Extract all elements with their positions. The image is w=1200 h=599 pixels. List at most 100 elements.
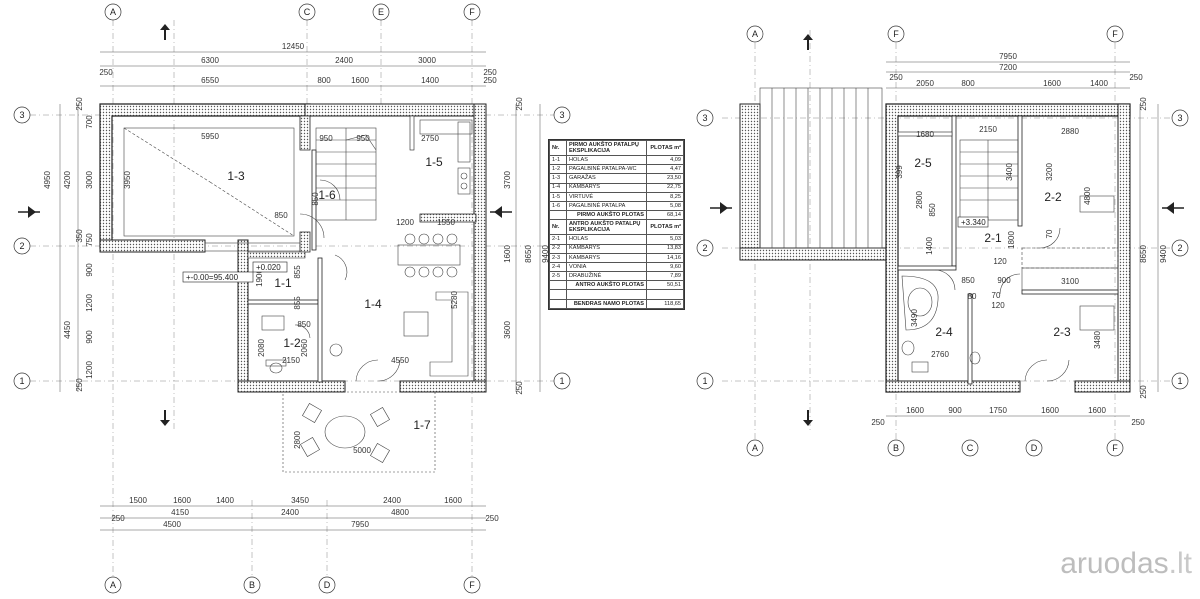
ground-floor-plan xyxy=(18,20,560,580)
grand-total: 118,65 xyxy=(646,298,684,309)
grid-label: E xyxy=(378,7,384,17)
room-name: HOLAS xyxy=(566,154,647,166)
dim-label: 250 xyxy=(889,73,903,82)
dim-label: 3450 xyxy=(291,496,309,505)
dim-label: 800 xyxy=(317,76,331,85)
room-no: 1-2 xyxy=(549,164,567,175)
dim-label: 1500 xyxy=(129,496,147,505)
first-floor-total-label: PIRMO AUKŠTO PLOTAS xyxy=(566,210,647,221)
dim-label: 1800 xyxy=(1007,231,1016,249)
table-row: 2-3 KAMBARYS 14,16 xyxy=(549,252,684,263)
grid-label: 1 xyxy=(1177,376,1182,386)
dim-label: 250 xyxy=(515,381,524,395)
level-mark: +-0.00=95.400 xyxy=(186,273,239,282)
first-floor-total: 68,14 xyxy=(646,210,684,221)
room-name: PAGALBINĖ PATALPA xyxy=(566,200,647,212)
grid-label: B xyxy=(893,443,899,453)
dim-label: 850 xyxy=(311,192,320,206)
table-row: 2-1 HOLAS 5,03 xyxy=(549,234,684,245)
ground-grid-bubbles: A C E F A B D F 3 2 1 3 2 1 xyxy=(13,3,571,594)
upper-room-labels: 2-5 2-2 2-1 2-4 2-3 xyxy=(914,156,1071,339)
dim-label: 4150 xyxy=(171,508,189,517)
dim-label: 850 xyxy=(297,320,311,329)
dim-label: 1600 xyxy=(444,496,462,505)
table-row: 2-5 DRABUŽINĖ 7,89 xyxy=(549,271,684,282)
dim-label: 1400 xyxy=(421,76,439,85)
room-area: 8,25 xyxy=(646,191,684,202)
room-name: KAMBARYS xyxy=(566,182,647,193)
dim-label: 2760 xyxy=(931,350,949,359)
dim-label: 2050 xyxy=(916,79,934,88)
dim-label: 8650 xyxy=(1139,245,1148,263)
dim-label: 4200 xyxy=(63,171,72,189)
grid-label: A xyxy=(752,29,758,39)
dim-label: 8650 xyxy=(524,245,533,263)
dim-label: 250 xyxy=(1139,385,1148,399)
watermark-logo: aruodas.lt xyxy=(1060,547,1192,581)
table-row: 1-2 PAGALBINĖ PATALPA-WC 4,47 xyxy=(549,164,684,175)
dim-label: 12450 xyxy=(282,42,305,51)
dim-label: 120 xyxy=(991,301,1005,310)
grid-label: D xyxy=(324,580,331,590)
dim-label: 70 xyxy=(992,291,1001,300)
second-floor-total: 50,51 xyxy=(646,280,684,291)
dim-label: 5280 xyxy=(450,291,459,309)
table-row: 2-2 KAMBARYS 13,83 xyxy=(549,243,684,254)
schedule-header-name: PIRMO AUKŠTO PATALPŲ EKSPLIKACIJA xyxy=(566,140,647,156)
schedule-header-name: ANTRO AUKŠTO PATALPŲ EKSPLIKACIJA xyxy=(566,219,647,236)
dim-label: 1600 xyxy=(1043,79,1061,88)
dim-label: 1600 xyxy=(503,245,512,263)
dim-label: 855 xyxy=(293,265,302,279)
dim-label: 1900 xyxy=(255,269,264,287)
dim-label: 4500 xyxy=(163,520,181,529)
dim-label: 850 xyxy=(961,276,975,285)
dim-label: 3000 xyxy=(418,56,436,65)
grid-label: 2 xyxy=(19,241,24,251)
upper-dimensions: 7950 7200 250 2050 800 1600 1400 250 250… xyxy=(871,52,1168,427)
room-area: 4,47 xyxy=(646,164,684,175)
grid-label: A xyxy=(752,443,758,453)
watermark-name: aruodas xyxy=(1060,547,1169,580)
dim-label: 250 xyxy=(1131,418,1145,427)
dim-label: 5950 xyxy=(201,132,219,141)
room-label: 1-5 xyxy=(425,155,443,169)
dim-label: 2400 xyxy=(335,56,353,65)
grid-label: 1 xyxy=(19,376,24,386)
grid-label: 3 xyxy=(19,110,24,120)
dim-label: 250 xyxy=(1129,73,1143,82)
dim-label: 900 xyxy=(85,263,94,277)
grid-label: 1 xyxy=(702,376,707,386)
room-label: 1-4 xyxy=(364,297,382,311)
dim-label: 1550 xyxy=(437,218,455,227)
room-name: KAMBARYS xyxy=(566,252,647,263)
room-label: 1-2 xyxy=(283,336,301,350)
grid-label: A xyxy=(110,580,116,590)
room-name: HOLAS xyxy=(566,234,647,245)
watermark-tld: .lt xyxy=(1168,547,1192,580)
dim-label: 6550 xyxy=(201,76,219,85)
room-no: 1-5 xyxy=(549,191,567,202)
table-row: 1-1 HOLAS 4,09 xyxy=(549,154,684,166)
room-label: 2-5 xyxy=(914,156,932,170)
dim-label: 1400 xyxy=(925,237,934,255)
grid-label: 1 xyxy=(559,376,564,386)
level-mark: +0.020 xyxy=(256,263,281,272)
room-name: PAGALBINĖ PATALPA-WC xyxy=(566,164,647,175)
dim-label: 900 xyxy=(948,406,962,415)
dim-label: 2150 xyxy=(979,125,997,134)
table-row: 2-4 VONIA 9,60 xyxy=(549,261,684,273)
dim-label: 1200 xyxy=(85,294,94,312)
grid-label: 2 xyxy=(702,243,707,253)
grand-total-label: BENDRAS NAMO PLOTAS xyxy=(566,298,647,309)
dim-label: 1600 xyxy=(1041,406,1059,415)
room-no: 2-1 xyxy=(549,234,567,245)
upper-floor-plan xyxy=(710,30,1184,440)
room-name: KAMBARYS xyxy=(566,243,647,254)
dim-label: 1200 xyxy=(85,361,94,379)
upper-grid-bubbles: A F F A B C D F 3 2 1 3 2 1 xyxy=(696,25,1189,457)
dim-label: 250 xyxy=(99,68,113,77)
dim-label: 250 xyxy=(515,97,524,111)
dim-label: 1400 xyxy=(1090,79,1108,88)
schedule-header-no: Nr. xyxy=(549,140,567,156)
room-area: 7,89 xyxy=(646,271,684,282)
